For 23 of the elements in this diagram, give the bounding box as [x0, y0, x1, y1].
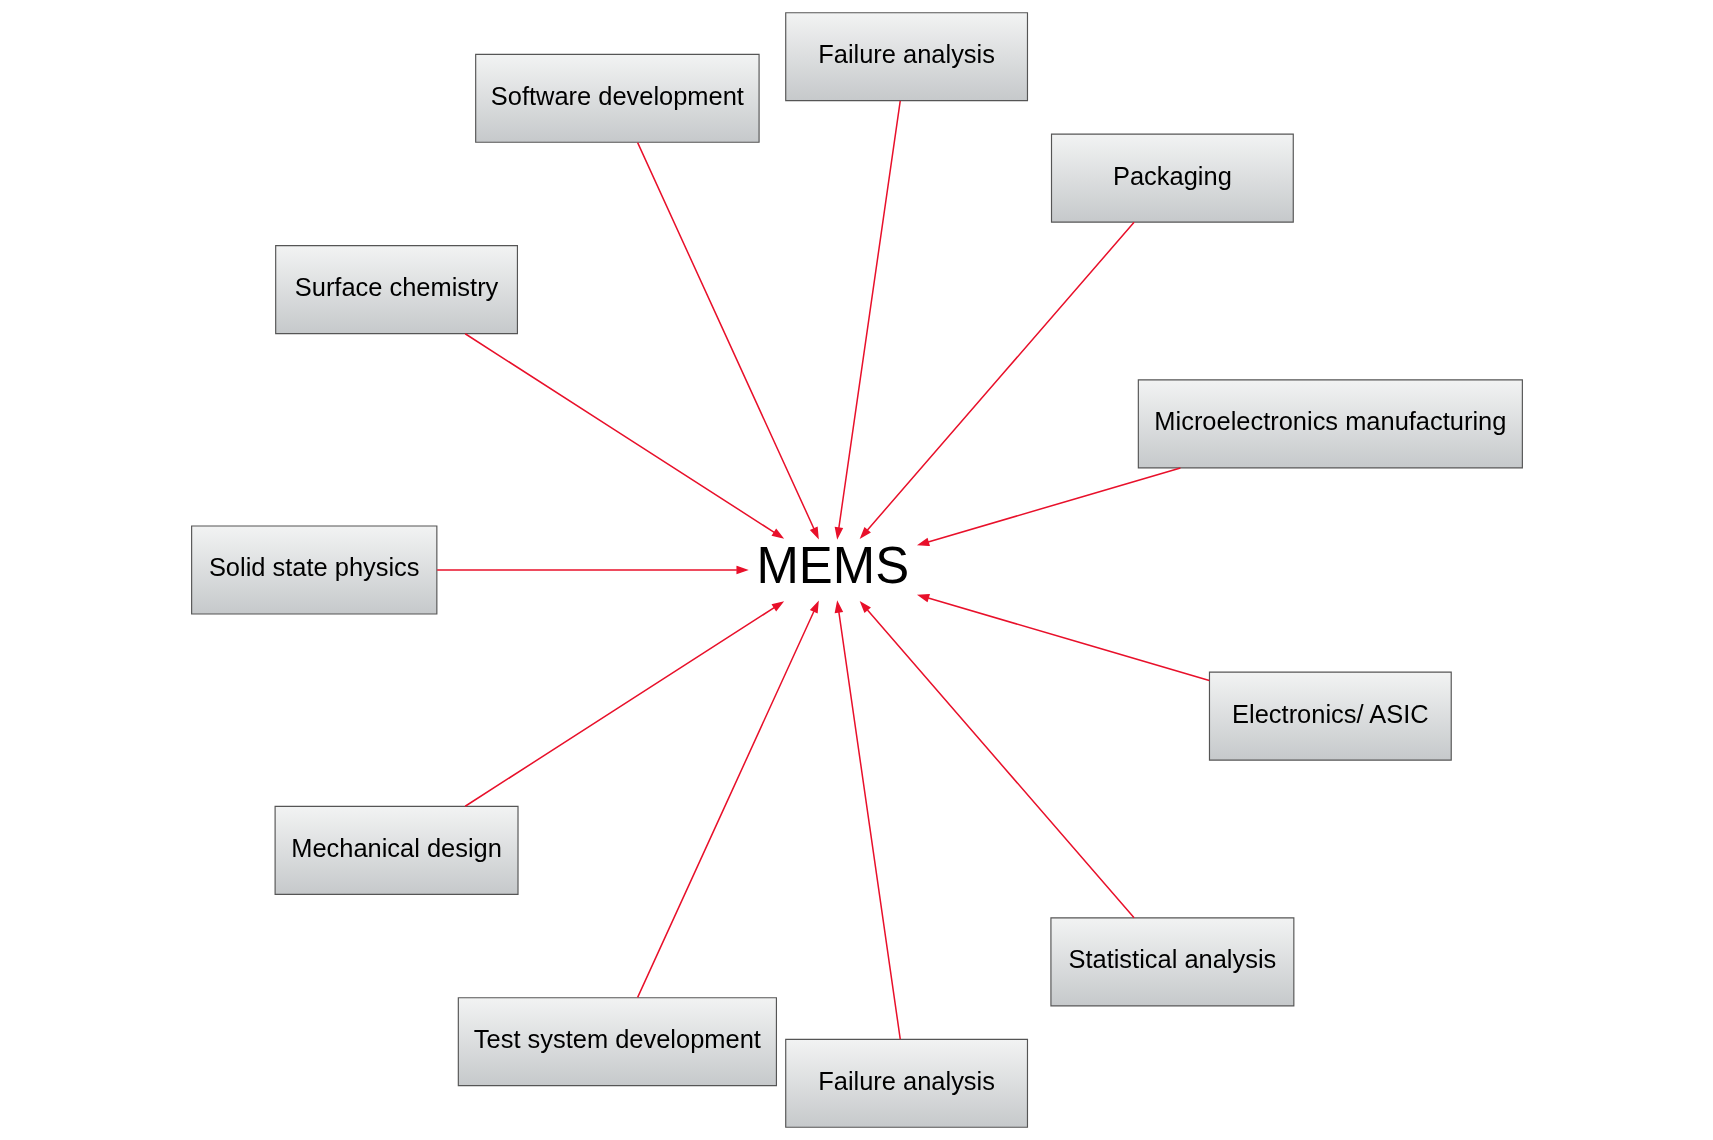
arrow	[916, 594, 1210, 682]
arrow	[463, 333, 784, 539]
node-box: Failure analysis	[784, 12, 1028, 102]
node-box: Failure analysis	[784, 1038, 1028, 1128]
arrow	[834, 100, 901, 540]
node-box: Mechanical design	[274, 805, 519, 895]
arrow	[859, 221, 1135, 539]
arrow	[636, 141, 819, 540]
arrow	[435, 565, 749, 575]
node-box: Electronics/ ASIC	[1208, 671, 1452, 761]
node-box: Solid state physics	[190, 525, 437, 615]
node-box: Statistical analysis	[1049, 917, 1294, 1007]
arrow	[859, 601, 1135, 919]
node-box: Surface chemistry	[274, 245, 518, 335]
arrow	[916, 467, 1181, 546]
node-box: Software development	[474, 53, 760, 143]
arrow	[636, 600, 819, 999]
node-box: Packaging	[1050, 133, 1294, 223]
arrow	[834, 600, 901, 1040]
node-box: Test system development	[457, 997, 777, 1087]
arrow	[463, 601, 784, 807]
node-box: Microelectronics manufacturing	[1137, 379, 1523, 469]
node-text: MEMS	[755, 536, 909, 594]
